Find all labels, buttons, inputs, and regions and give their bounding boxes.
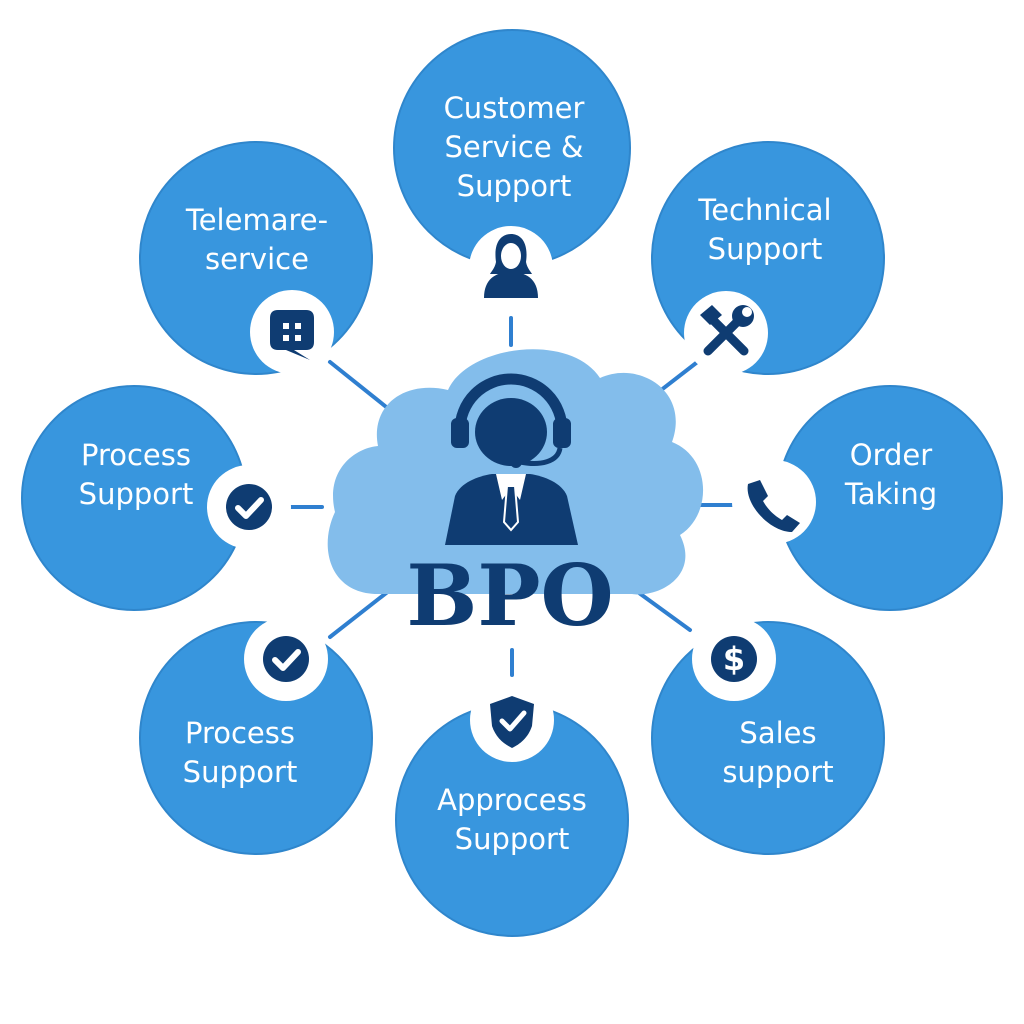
- headset-earcup-right: [553, 418, 571, 448]
- label-line: Support: [79, 477, 194, 511]
- person-icon: [469, 226, 553, 310]
- agent-head: [475, 398, 547, 466]
- label-line: Customer: [444, 91, 585, 125]
- connector-line-sales-support: [633, 588, 692, 632]
- label-line: Service &: [444, 130, 583, 164]
- label-line: Sales: [739, 716, 816, 750]
- connector-line-telemarketing: [328, 360, 392, 412]
- label-line: Process: [185, 716, 295, 750]
- label-line: Support: [183, 755, 298, 789]
- bpo-title: BPO: [406, 546, 613, 645]
- label-line: Approcess: [437, 783, 587, 817]
- label-line: service: [205, 242, 309, 276]
- service-label-telemarketing: Telemare-service: [185, 203, 328, 276]
- headset-earcup-left: [451, 418, 469, 448]
- label-line: Support: [455, 822, 570, 856]
- connector-line-process-support-bottom: [328, 588, 392, 639]
- chat-icon: [250, 290, 334, 374]
- label-line: Telemare-: [185, 203, 328, 237]
- svg-text:$: $: [723, 640, 745, 678]
- label-line: Order: [850, 438, 932, 472]
- phone-icon: [732, 460, 816, 544]
- service-label-sales-support: Sales support: [722, 716, 833, 789]
- label-line: Taking: [844, 477, 937, 511]
- label-line: Support: [457, 169, 572, 203]
- call-center-agent-icon: [445, 373, 578, 545]
- check-icon: [207, 465, 291, 549]
- bpo-hub: BPO: [327, 349, 704, 645]
- check-icon: [244, 617, 328, 701]
- tools-icon: [684, 291, 768, 375]
- icon-badge-bg: [732, 460, 816, 544]
- label-line: Process: [81, 438, 191, 472]
- shield-check-icon: [470, 678, 554, 762]
- label-line: Technical: [697, 193, 831, 227]
- label-line: support: [722, 755, 833, 789]
- label-line: Support: [708, 232, 823, 266]
- agent-tie: [502, 485, 520, 532]
- icon-badges: $: [207, 226, 816, 762]
- cloud-shape: [327, 349, 704, 595]
- headset-band: [454, 373, 568, 431]
- dollar-icon: $: [692, 617, 776, 701]
